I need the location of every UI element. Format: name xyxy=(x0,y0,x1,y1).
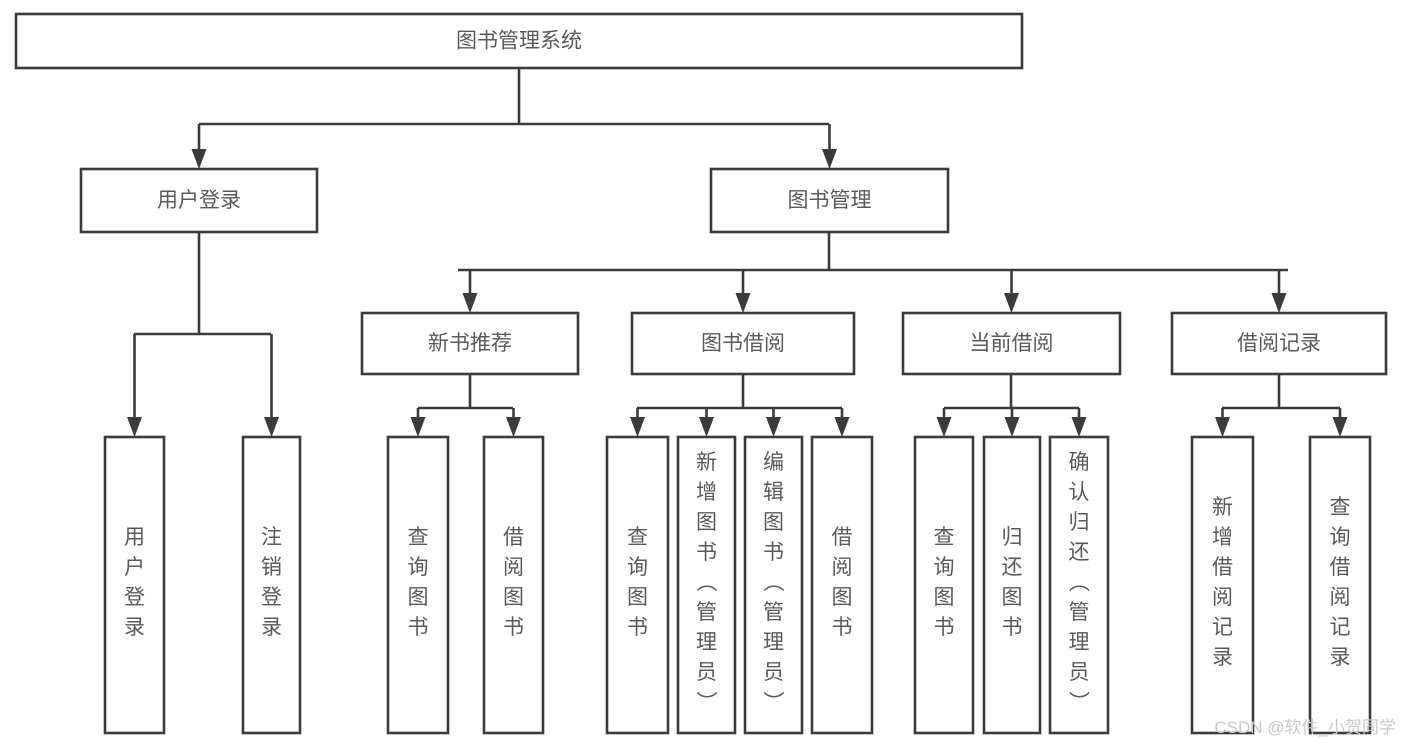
node-label: 图书借阅 xyxy=(701,332,785,355)
node-box xyxy=(386,435,450,735)
arrow-head-icon xyxy=(1271,293,1287,313)
arrow-head-icon xyxy=(766,417,781,437)
node-leaf-return-book[interactable]: 归还图书 xyxy=(982,435,1042,735)
node-label: 新书推荐 xyxy=(428,332,512,355)
node-box xyxy=(1190,435,1255,735)
node-book-manage[interactable]: 图书管理 xyxy=(709,167,950,234)
node-leaf-confirm-return[interactable]: 确认归还（管理员） xyxy=(1048,435,1110,735)
node-label: 注销登录 xyxy=(261,526,282,639)
node-label: 归还图书 xyxy=(1002,526,1023,639)
arrow-head-icon xyxy=(1215,417,1230,437)
node-box xyxy=(709,167,950,234)
node-book-borrow[interactable]: 图书借阅 xyxy=(630,311,856,376)
node-label: 图书管理系统 xyxy=(456,30,582,53)
node-label: 新增图书（管理员） xyxy=(696,451,718,714)
node-leaf-add-record[interactable]: 新增借阅记录 xyxy=(1190,435,1255,735)
node-leaf-add-book[interactable]: 新增图书（管理员） xyxy=(676,435,737,735)
node-box xyxy=(913,435,975,735)
csdn-watermark: CSDN @软件_小贺同学 xyxy=(1214,718,1396,737)
node-label: 当前借阅 xyxy=(970,332,1054,355)
arrow-head-icon xyxy=(1071,417,1087,437)
node-label: 借阅图书 xyxy=(503,526,524,639)
node-leaf-query-book-1[interactable]: 查询图书 xyxy=(386,435,450,735)
arrow-head-icon xyxy=(410,417,426,437)
node-leaf-edit-book[interactable]: 编辑图书（管理员） xyxy=(743,435,804,735)
arrow-head-icon xyxy=(1332,417,1348,437)
arrow-head-icon xyxy=(834,417,850,437)
node-label: 借阅图书 xyxy=(832,526,853,639)
node-box xyxy=(103,435,166,735)
arrow-head-icon xyxy=(506,417,521,437)
connectors-layer xyxy=(127,68,1348,437)
node-leaf-user-login[interactable]: 用户登录 xyxy=(103,435,166,735)
node-user-login[interactable]: 用户登录 xyxy=(79,167,319,234)
node-box xyxy=(1170,311,1388,376)
node-box xyxy=(810,435,874,735)
node-leaf-query-book-3[interactable]: 查询图书 xyxy=(913,435,975,735)
node-label: 查询图书 xyxy=(934,526,955,639)
node-leaf-borrow-book-1[interactable]: 借阅图书 xyxy=(482,435,545,735)
arrow-head-icon xyxy=(127,417,142,437)
node-label: 新增借阅记录 xyxy=(1212,496,1233,669)
node-box xyxy=(1308,435,1372,735)
node-label: 图书管理 xyxy=(788,189,872,212)
node-label: 确认归还（管理员） xyxy=(1069,451,1091,714)
node-leaf-query-book-2[interactable]: 查询图书 xyxy=(605,435,670,735)
node-label: 编辑图书（管理员） xyxy=(763,451,785,714)
node-box xyxy=(360,311,580,376)
node-box xyxy=(676,435,737,735)
arrow-head-icon xyxy=(191,149,207,169)
arrow-head-icon xyxy=(1004,293,1019,313)
arrow-head-icon xyxy=(264,417,279,437)
arrow-head-icon xyxy=(735,293,751,313)
node-box xyxy=(982,435,1042,735)
node-box xyxy=(1048,435,1110,735)
node-label: 查询图书 xyxy=(627,526,648,639)
node-label: 用户登录 xyxy=(157,189,241,212)
node-leaf-borrow-book-2[interactable]: 借阅图书 xyxy=(810,435,874,735)
node-box xyxy=(14,12,1024,70)
node-box xyxy=(630,311,856,376)
arrow-head-icon xyxy=(630,417,645,437)
arrow-head-icon xyxy=(936,417,952,437)
arrow-head-icon xyxy=(1004,417,1020,437)
node-box xyxy=(605,435,670,735)
node-box xyxy=(241,435,302,735)
arrow-head-icon xyxy=(699,417,714,437)
node-box xyxy=(743,435,804,735)
node-leaf-query-record[interactable]: 查询借阅记录 xyxy=(1308,435,1372,735)
node-new-book-recommend[interactable]: 新书推荐 xyxy=(360,311,580,376)
node-root[interactable]: 图书管理系统 xyxy=(14,12,1024,70)
arrow-head-icon xyxy=(462,293,478,313)
node-label: 查询借阅记录 xyxy=(1330,496,1351,669)
node-leaf-logout-login[interactable]: 注销登录 xyxy=(241,435,302,735)
node-label: 借阅记录 xyxy=(1237,332,1321,355)
node-box xyxy=(482,435,545,735)
nodes-layer: 图书管理系统用户登录图书管理新书推荐图书借阅当前借阅借阅记录用户登录注销登录查询… xyxy=(14,12,1388,735)
node-label: 查询图书 xyxy=(408,526,429,639)
node-label: 用户登录 xyxy=(124,526,145,639)
arrow-head-icon xyxy=(822,149,837,169)
node-box xyxy=(901,311,1122,376)
node-box xyxy=(79,167,319,234)
node-borrow-record[interactable]: 借阅记录 xyxy=(1170,311,1388,376)
node-current-borrow[interactable]: 当前借阅 xyxy=(901,311,1122,376)
